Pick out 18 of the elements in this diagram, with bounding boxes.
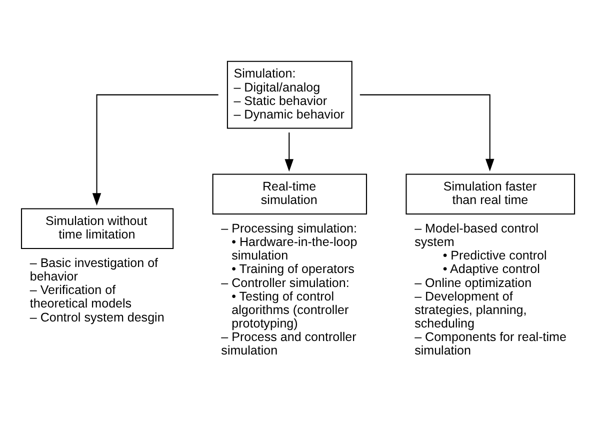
node-label: • Adaptive control bbox=[442, 262, 540, 276]
node-label: – Process and controller simulation bbox=[221, 330, 356, 358]
node-label: – Model-based control system bbox=[414, 221, 539, 249]
arrow bbox=[360, 94, 494, 172]
node-label: – Control system desgin bbox=[30, 310, 164, 324]
node-label: – Online optimization bbox=[414, 276, 532, 290]
node-label: • Hardware-in-the-loop simulation bbox=[232, 234, 358, 263]
node-label: • Testing of control algorithms (controller prototyping) bbox=[232, 289, 349, 331]
node-label: – Controller simulation: bbox=[221, 276, 350, 290]
node-label: • Training of operators bbox=[232, 262, 354, 276]
node-label: • Predictive control bbox=[442, 248, 547, 263]
node-label: – Basic investigation of behavior bbox=[30, 256, 158, 284]
node-label: – Verification of theoretical models bbox=[30, 283, 132, 311]
node-label: – Processing simulation: bbox=[221, 221, 358, 236]
arrow bbox=[284, 132, 294, 172]
node-label: – Components for real-time simulation bbox=[414, 330, 566, 358]
arrow bbox=[92, 94, 218, 206]
node-label: – Development of strategies, planning, scheduling bbox=[414, 289, 527, 331]
